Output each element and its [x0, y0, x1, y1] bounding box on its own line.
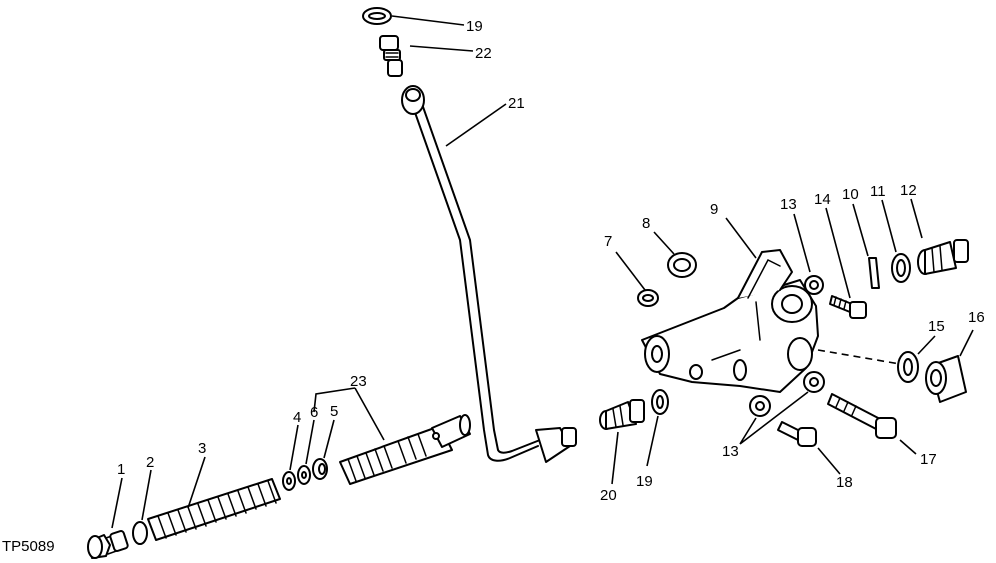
oring-top-part-19	[362, 7, 392, 25]
washer-part-4	[282, 471, 296, 491]
oring-part-8	[667, 252, 697, 278]
callout-21: 21	[508, 95, 525, 112]
bolt-part-17	[827, 393, 897, 439]
callout-11: 11	[870, 183, 886, 200]
callout-labels: 1 2 3 4 6 5 23 21 22 19 7 8 9 13 14 10 1…	[117, 18, 985, 504]
assembly-centerline	[817, 349, 901, 365]
callout-15: 15	[928, 318, 945, 335]
callout-13-top: 13	[780, 196, 797, 213]
callout-19-lower: 19	[636, 473, 653, 490]
callout-7: 7	[604, 233, 612, 250]
ring-part-5	[312, 458, 328, 480]
callout-6: 6	[310, 404, 318, 421]
pin-part-10	[868, 257, 880, 289]
spring-part-3	[147, 478, 281, 541]
callout-13-lower: 13	[722, 443, 739, 460]
washer-part-13-lower-b	[749, 395, 771, 417]
oring-part-11	[891, 253, 911, 283]
callout-8: 8	[642, 215, 650, 232]
fitting-part-22	[379, 35, 403, 77]
oring-part-2	[132, 521, 148, 545]
callout-22: 22	[475, 45, 492, 62]
oring-part-19-lower	[651, 389, 669, 415]
callout-2: 2	[146, 454, 154, 471]
spool-part-23	[339, 414, 471, 485]
callout-17: 17	[920, 451, 937, 468]
bolt-part-18	[777, 421, 817, 447]
oring-part-7	[637, 289, 659, 307]
callout-14: 14	[814, 191, 831, 208]
callout-9: 9	[710, 201, 718, 218]
callout-3: 3	[198, 440, 206, 457]
pipe-part-21	[401, 85, 577, 463]
plug-part-1	[87, 530, 129, 559]
washer-part-6	[297, 465, 311, 485]
callout-12: 12	[900, 182, 917, 199]
cap-part-16	[925, 355, 967, 403]
callout-16: 16	[968, 309, 985, 326]
figure-id: TP5089	[2, 538, 55, 555]
callout-23: 23	[350, 373, 367, 390]
callout-10: 10	[842, 186, 859, 203]
washer-part-13-lower-a	[803, 371, 825, 393]
leader-lines	[111, 15, 974, 529]
fitting-part-20	[599, 399, 645, 430]
washer-part-13-top	[804, 275, 824, 295]
bolt-part-14	[829, 295, 867, 319]
plug-part-12	[917, 239, 969, 275]
callout-5: 5	[330, 403, 338, 420]
callout-18: 18	[836, 474, 853, 491]
valve-body-part-9	[641, 249, 819, 393]
callout-4: 4	[293, 409, 301, 426]
callout-1: 1	[117, 461, 125, 478]
callout-19-top: 19	[466, 18, 483, 35]
callout-20: 20	[600, 487, 617, 504]
oring-part-15	[897, 351, 919, 383]
